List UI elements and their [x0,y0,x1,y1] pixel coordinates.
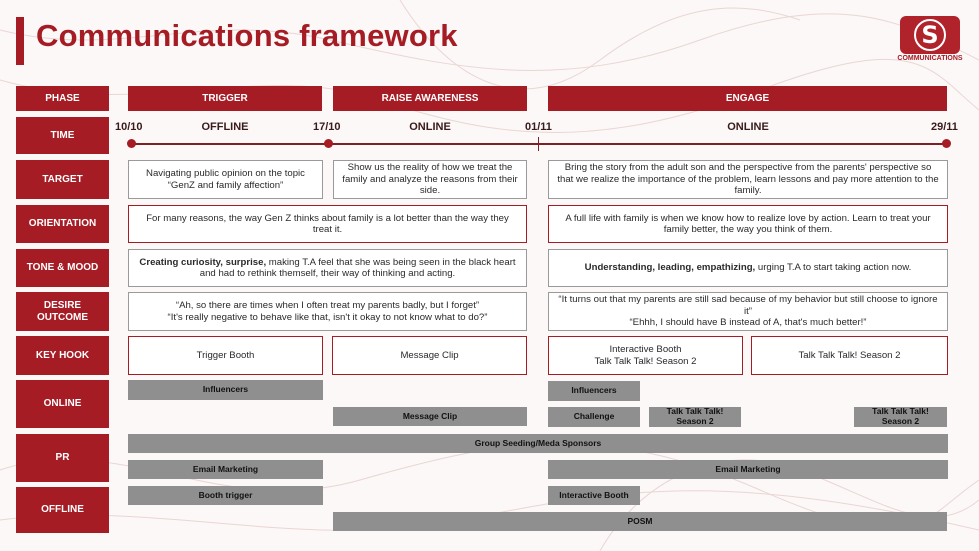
online-message-clip: Message Clip [333,407,527,426]
label-desire-line2: OUTCOME [36,311,89,323]
online-challenge: Challenge [548,407,640,427]
online-ttt2-line1: Talk Talk Talk! [872,406,929,417]
online-ttt2-line2: Season 2 [881,416,920,426]
tone-right-text: Understanding, leading, empathizing, urg… [585,262,912,274]
keyhook-interactive-booth: Interactive Booth Talk Talk Talk! Season… [548,336,743,375]
timeline-tick [538,137,539,151]
keyhook-talk-talk-talk: Talk Talk Talk! Season 2 [751,336,948,375]
label-offline: OFFLINE [16,487,109,533]
pr-group-seeding: Group Seeding/Meda Sponsors [128,434,948,453]
page-title: Communications framework [36,18,458,53]
tone-right: Understanding, leading, empathizing, urg… [548,249,948,287]
target-trigger-line1: Navigating public opinion on the topic [146,168,305,179]
online-talk-talk-talk-2: Talk Talk Talk! Season 2 [854,406,947,427]
desire-left-line2: “It's really negative to behave like tha… [167,311,488,323]
date-mid: 17/10 [313,121,341,133]
online-ttt1-line2: Season 2 [676,416,714,426]
desire-right-line2: “Ehhh, I should have B instead of A, tha… [629,317,867,329]
timeline-dot-mid [324,139,333,148]
date-end: 29/11 [931,121,958,133]
timeline-line [131,143,947,145]
tone-right-rest: urging T.A to start taking action now. [755,262,912,274]
segment-offline: OFFLINE [201,121,249,133]
segment-online-1: ONLINE [409,121,451,133]
logo: S [900,16,960,54]
online-influencers-2: Influencers [548,381,640,401]
tone-left-bold: Creating curiosity, surprise, [139,256,267,268]
pr-email-marketing-2: Email Marketing [548,460,948,479]
tone-left-text: Creating curiosity, surprise, making T.A… [137,257,518,280]
label-time: TIME [16,117,109,154]
label-tone-mood: TONE & MOOD [16,249,109,287]
logo-name: COMMUNICATIONS [897,55,963,62]
label-orientation: ORIENTATION [16,205,109,243]
label-target: TARGET [16,160,109,199]
offline-posm: POSM [333,512,947,531]
date-start: 10/10 [115,121,143,133]
desire-right-line1: “It turns out that my parents are still … [558,294,938,317]
label-pr: PR [16,434,109,482]
offline-interactive-booth: Interactive Booth [548,486,640,505]
label-desire-line1: DESIRE [43,300,82,311]
phase-engage: ENGAGE [548,86,947,111]
label-phase: PHASE [16,86,109,111]
date-switch: 01/11 [525,121,552,133]
target-engage: Bring the story from the adult son and t… [548,160,948,199]
keyhook-message-clip: Message Clip [332,336,527,375]
online-ttt1-line1: Talk Talk Talk! [666,406,724,417]
phase-trigger: TRIGGER [128,86,322,111]
keyhook-engage1-line1: Interactive Booth [609,344,682,355]
offline-booth-trigger: Booth trigger [128,486,323,505]
orientation-left: For many reasons, the way Gen Z thinks a… [128,205,527,243]
label-desire-outcome: DESIRE OUTCOME [16,292,109,331]
keyhook-engage1-line2: Talk Talk Talk! Season 2 [594,355,697,367]
timeline-dot-end [942,139,951,148]
pr-email-marketing-1: Email Marketing [128,460,323,479]
keyhook-trigger-booth: Trigger Booth [128,336,323,375]
desire-left: “Ah, so there are times when I often tre… [128,292,527,331]
svg-text:S: S [921,21,938,49]
online-talk-talk-talk-1: Talk Talk Talk! Season 2 [649,406,741,427]
target-raise: Show us the reality of how we treat the … [333,160,527,199]
label-key-hook: KEY HOOK [16,336,109,375]
phase-raise-awareness: RAISE AWARENESS [333,86,527,111]
desire-left-line1: “Ah, so there are times when I often tre… [175,300,480,311]
timeline-dot-start [127,139,136,148]
desire-right: “It turns out that my parents are still … [548,292,948,331]
title-accent-bar [16,17,24,65]
online-influencers-1: Influencers [128,380,323,400]
tone-left: Creating curiosity, surprise, making T.A… [128,249,527,287]
tone-left-rest: making T.A feel that she was being seen … [199,256,516,280]
logo-s-icon: S [914,19,946,51]
tone-right-bold: Understanding, leading, empathizing, [584,262,756,274]
target-trigger: Navigating public opinion on the topic “… [128,160,323,199]
label-online: ONLINE [16,380,109,428]
target-trigger-line2: “GenZ and family affection” [167,179,284,191]
orientation-right: A full life with family is when we know … [548,205,948,243]
segment-online-2: ONLINE [727,121,769,133]
